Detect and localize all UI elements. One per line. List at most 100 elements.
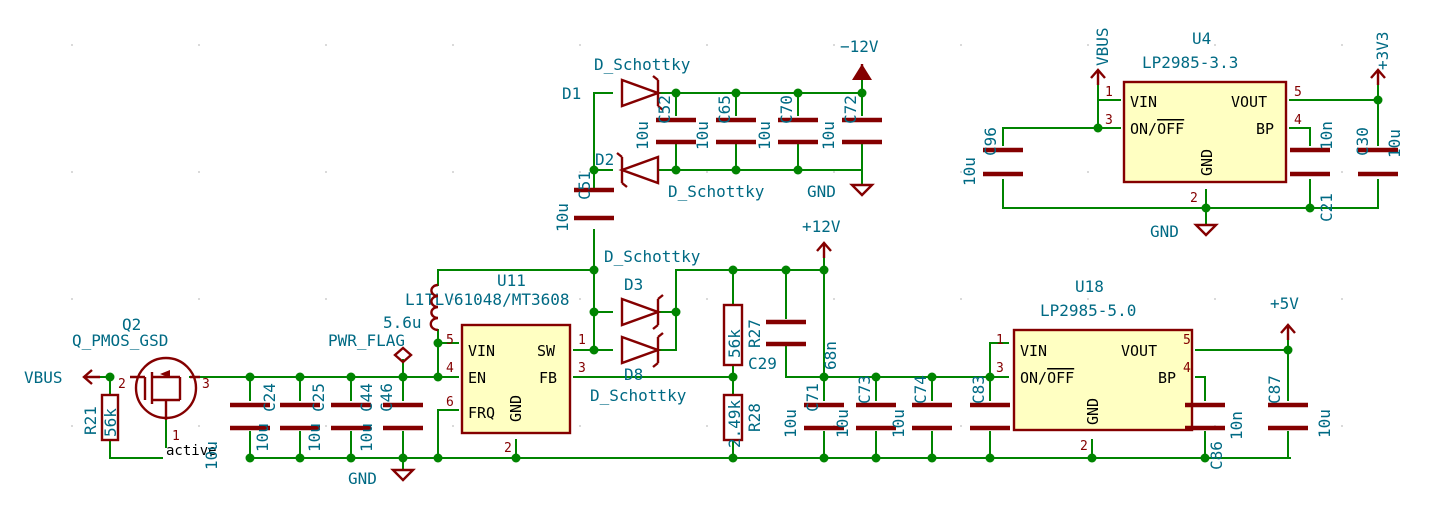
capacitor-c71[interactable]: C71 10u — [781, 383, 844, 438]
grid-dot — [71, 425, 73, 427]
power-pwr-flag[interactable]: PWR_FLAG — [328, 331, 413, 364]
resistor-value: 56k — [725, 329, 744, 358]
capacitor-c30[interactable]: C30 10u — [1353, 127, 1404, 177]
ic-ref: U18 — [1075, 277, 1104, 296]
pin-label-bp: BP — [1256, 120, 1274, 138]
capacitor-c25[interactable]: C25 10u — [253, 383, 328, 452]
power-label: VBUS — [1093, 27, 1112, 66]
capacitor-c96[interactable]: C96 10u — [960, 127, 1023, 186]
capacitor-ref: C25 — [309, 383, 328, 412]
resistor-r28[interactable]: 2.49k R28 — [722, 393, 764, 448]
ic-u4[interactable]: U4 LP2985-3.3 VIN ON/OFF VOUT BP GND 1 3… — [1105, 29, 1302, 206]
capacitor-value: 10u — [1315, 409, 1334, 438]
capacitor-plates — [574, 187, 614, 221]
diode-d2[interactable]: D2 D_Schottky — [595, 150, 765, 201]
capacitor-plates — [912, 402, 952, 431]
capacitor-plates — [230, 402, 270, 431]
grid-dot — [1341, 425, 1343, 427]
capacitor-ref: C65 — [715, 95, 734, 124]
power-pos3v3[interactable]: +3V3 — [1370, 31, 1392, 85]
power-label: −12V — [840, 37, 879, 56]
capacitor-c86[interactable]: C86 10n — [1185, 402, 1246, 470]
capacitor-c29[interactable]: C29 68n — [748, 319, 840, 373]
inductor-l1[interactable]: L1 5.6u — [383, 283, 439, 332]
pin-number-4: 4 — [1183, 361, 1191, 376]
capacitor-value: 10u — [693, 121, 712, 150]
capacitor-ref: C51 — [575, 171, 594, 200]
capacitor-c46[interactable]: C46 10u — [357, 383, 423, 452]
grid-dot — [325, 171, 327, 173]
capacitor-plates — [280, 402, 320, 431]
ground-icon — [1193, 223, 1219, 237]
power-label: +12V — [802, 217, 841, 236]
ground-icon — [390, 468, 416, 482]
pin-number-s: 2 — [118, 377, 126, 392]
capacitor-c65[interactable]: C65 10u — [693, 95, 756, 150]
diode-d8[interactable]: D8 D_Schottky — [590, 332, 687, 405]
pin-label-gnd: GND — [1084, 398, 1102, 425]
power-label: +3V3 — [1373, 31, 1392, 70]
inductor-coil — [429, 283, 439, 332]
pin-label-onoff: ON/OFF — [1020, 369, 1074, 387]
power-pos12[interactable]: +12V — [802, 217, 841, 258]
grid-dot — [198, 298, 200, 300]
ic-u11[interactable]: U11 TLV61048/MT3608 VIN EN FRQ SW FB GND… — [425, 271, 586, 456]
capacitor-plates — [970, 402, 1010, 431]
grid-dot — [198, 44, 200, 46]
grid-dot — [706, 425, 708, 427]
power-vbus-top[interactable]: VBUS — [1090, 27, 1112, 85]
grid-dot — [1087, 298, 1089, 300]
pin-label-vin: VIN — [1130, 93, 1157, 111]
capacitor-c51[interactable]: C51 10u — [553, 171, 614, 232]
capacitor-c70[interactable]: C70 10u — [755, 95, 818, 150]
pin-label-vout: VOUT — [1231, 93, 1267, 111]
ic-body — [460, 323, 572, 435]
capacitor-c74[interactable]: C74 10u — [889, 375, 952, 438]
pin-label-vin: VIN — [1020, 342, 1047, 360]
diode-d3[interactable]: D3 D_Schottky — [604, 247, 701, 330]
resistor-r21[interactable]: R21 56k — [81, 393, 120, 442]
pin-label-sw: SW — [537, 342, 556, 360]
capacitor-c83[interactable]: C83 — [969, 375, 1010, 431]
grid-dot — [452, 425, 454, 427]
onoff-off: OFF — [1047, 369, 1074, 387]
capacitor-c87[interactable]: C87 10u — [1265, 375, 1334, 438]
capacitor-ref: C96 — [981, 127, 1000, 156]
onoff-on: ON/ — [1020, 369, 1047, 387]
power-label: GND — [807, 182, 836, 201]
diode-ref: D3 — [624, 275, 643, 294]
power-gnd-input[interactable]: GND — [348, 468, 416, 488]
transistor-q2[interactable]: Q2 Q_PMOS_GSD 2 3 1 active — [72, 315, 217, 459]
power-neg12[interactable]: −12V — [840, 37, 879, 80]
power-gnd-u4[interactable]: GND — [1150, 222, 1219, 241]
capacitor-ref: C83 — [969, 375, 988, 404]
grid-dot — [1214, 298, 1216, 300]
power-gnd-c72[interactable]: GND — [807, 182, 875, 201]
capacitor-c24[interactable]: C24 10u — [202, 383, 279, 470]
pin-number-2: 2 — [1080, 439, 1088, 454]
resistor-ref: R27 — [745, 319, 764, 348]
grid-dot — [960, 171, 962, 173]
diode-d1[interactable]: D1 D_Schottky — [562, 55, 691, 111]
capacitor-c44[interactable]: C44 10u — [305, 383, 376, 452]
diode-value: D_Schottky — [604, 247, 701, 266]
capacitor-c73[interactable]: C73 10u — [833, 375, 896, 438]
power-vbus-left[interactable]: VBUS — [24, 368, 100, 387]
capacitor-c72[interactable]: C72 10u — [819, 95, 882, 150]
capacitor-c21[interactable]: C21 10n — [1290, 121, 1336, 222]
capacitor-ref: C29 — [748, 354, 777, 373]
ic-ref: U11 — [497, 271, 526, 290]
diode-symbol — [620, 332, 664, 368]
pin-number-3: 3 — [1105, 113, 1113, 128]
capacitor-plates — [983, 147, 1023, 177]
ic-u18[interactable]: U18 LP2985-5.0 VIN ON/OFF VOUT BP GND 1 … — [996, 277, 1194, 454]
grid-dot — [579, 171, 581, 173]
capacitor-c52[interactable]: C52 10u — [633, 95, 696, 150]
capacitor-plates — [766, 319, 806, 347]
ic-body — [1012, 328, 1194, 432]
capacitor-plates — [1185, 402, 1225, 431]
capacitor-value: 10u — [357, 423, 376, 452]
arrow-left-icon — [82, 369, 100, 385]
resistor-r27[interactable]: 56k R27 — [722, 303, 764, 367]
power-pos5[interactable]: +5V — [1270, 294, 1299, 340]
